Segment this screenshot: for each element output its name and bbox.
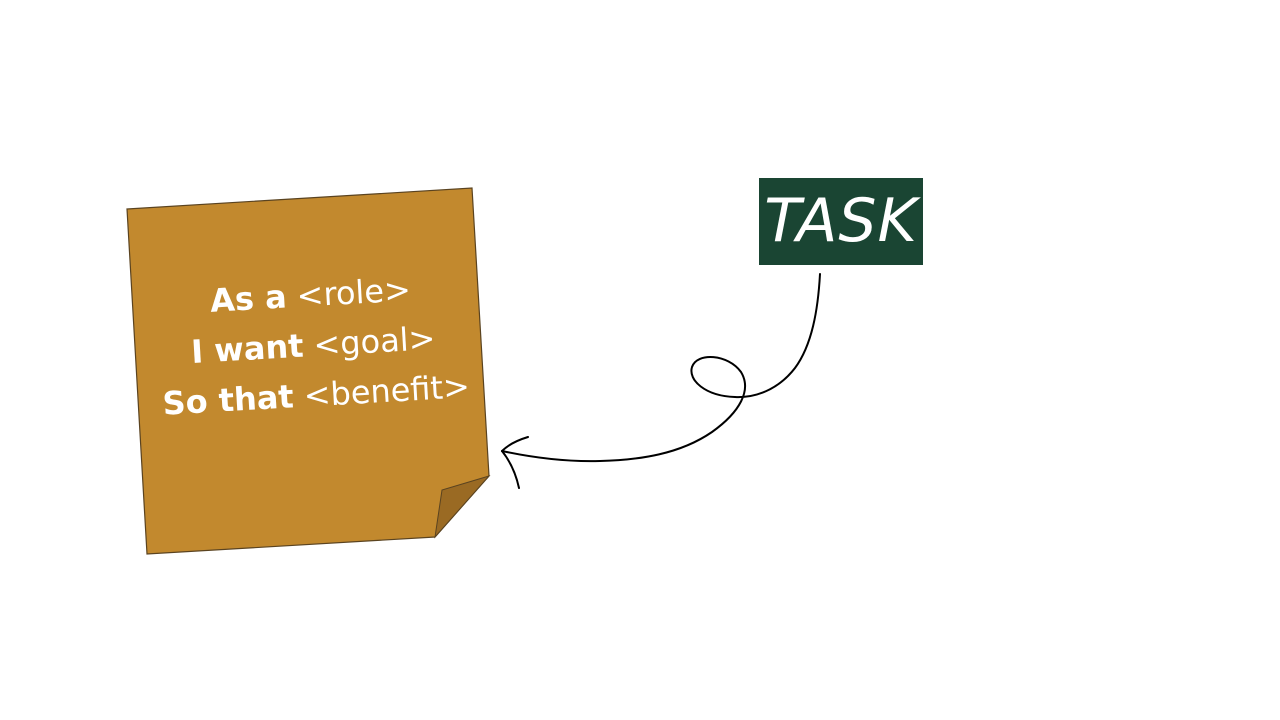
benefit-keyword: So that bbox=[161, 377, 295, 423]
connector-arrowhead-lower bbox=[501, 450, 520, 489]
goal-placeholder: <goal> bbox=[312, 318, 437, 364]
sticky-note-text: As a <role> I want <goal> So that <benef… bbox=[124, 259, 502, 430]
benefit-placeholder: <benefit> bbox=[302, 367, 471, 415]
role-placeholder: <role> bbox=[295, 270, 412, 315]
connector-curve bbox=[501, 273, 821, 463]
connector-arrowhead-upper bbox=[501, 436, 529, 452]
goal-keyword: I want bbox=[190, 326, 305, 371]
sticky-note-fold bbox=[434, 475, 491, 539]
role-keyword: As a bbox=[208, 277, 288, 320]
task-label: TASK bbox=[759, 178, 923, 265]
